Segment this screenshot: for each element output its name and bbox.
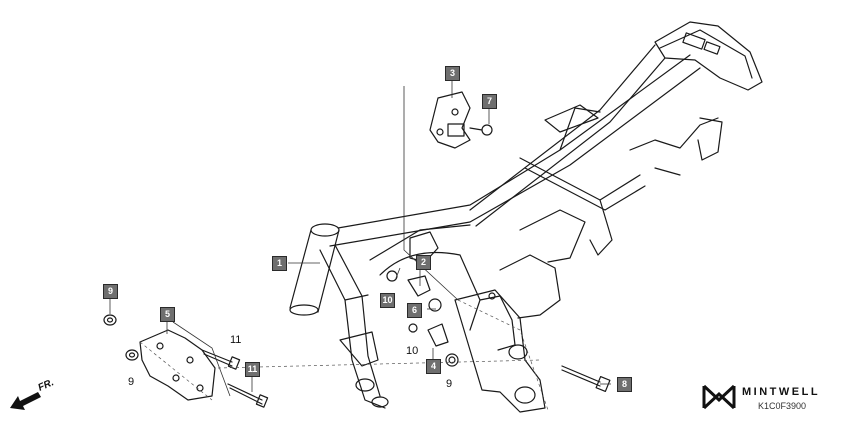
- pivot-plates: [454, 209, 586, 413]
- brand-logo-icon: [702, 384, 736, 410]
- direction-arrow-icon: [10, 392, 41, 410]
- diagram-code: K1C0F3900: [758, 401, 807, 411]
- callout-6: 6: [407, 303, 422, 318]
- bracket-3: [429, 91, 471, 149]
- callout-7: 7: [482, 94, 497, 109]
- label-9-right: 9: [446, 378, 453, 390]
- brand-name: MINTWELL: [742, 386, 821, 398]
- callout-11: 11: [245, 362, 260, 377]
- label-9-left: 9: [128, 376, 135, 388]
- small-brackets: [386, 231, 459, 367]
- callout-5: 5: [160, 307, 175, 322]
- callout-8: 8: [617, 377, 632, 392]
- callout-4: 4: [426, 359, 441, 374]
- callout-9: 9: [103, 284, 118, 299]
- long-bolt-8: [561, 365, 611, 393]
- callout-1: 1: [272, 256, 287, 271]
- brand-block: MINTWELL K1C0F3900: [702, 380, 834, 414]
- washers-9: [103, 314, 139, 361]
- bolt-7: [469, 124, 493, 136]
- rear-subframe: [654, 21, 763, 91]
- label-10: 10: [406, 345, 419, 357]
- bolts-11: [201, 349, 269, 408]
- down-tubes: [319, 224, 481, 409]
- callout-3: 3: [445, 66, 460, 81]
- label-11: 11: [230, 334, 242, 346]
- steering-head: [289, 223, 340, 316]
- callout-10: 10: [380, 293, 395, 308]
- front-direction-indicator: FR.: [8, 377, 68, 412]
- main-frame-rails: [329, 44, 723, 256]
- guard-plate-5: [139, 329, 216, 401]
- callout-2: 2: [416, 255, 431, 270]
